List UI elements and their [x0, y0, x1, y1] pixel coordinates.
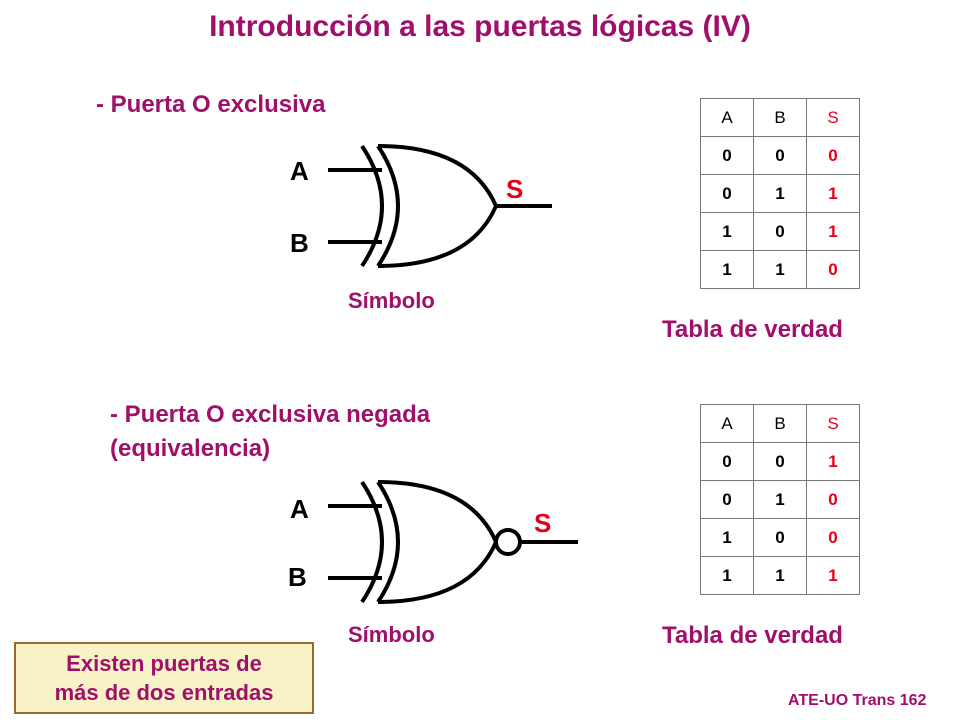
multi-input-note: Existen puertas de más de dos entradas	[14, 642, 314, 714]
column-header: B	[753, 404, 807, 443]
table-row: 1 0 0	[700, 518, 860, 557]
table-cell: 0	[700, 480, 754, 519]
column-header: S	[806, 98, 860, 137]
table-cell: 0	[753, 442, 807, 481]
table-cell: 0	[806, 250, 860, 289]
table-cell: 0	[700, 174, 754, 213]
table-row: 1 0 1	[700, 212, 860, 251]
table-cell: 1	[700, 250, 754, 289]
xor-truth-table: A B S 0 0 0 0 1 1 1 0 1 1 1 0	[700, 98, 860, 289]
table-row: 0 1 0	[700, 480, 860, 519]
table-header-row: A B S	[700, 98, 860, 137]
table-cell: 1	[753, 174, 807, 213]
table-header-row: A B S	[700, 404, 860, 443]
note-line2: más de dos entradas	[54, 680, 274, 705]
xnor-gate-symbol	[328, 480, 578, 604]
table-cell: 0	[700, 136, 754, 175]
table-cell: 0	[806, 518, 860, 557]
table-cell: 0	[753, 518, 807, 557]
xnor-heading: - Puerta O exclusiva negada (equivalenci…	[110, 398, 430, 466]
table-cell: 1	[806, 556, 860, 595]
column-header: B	[753, 98, 807, 137]
note-line1: Existen puertas de	[66, 651, 262, 676]
xnor-heading-line1: - Puerta O exclusiva negada	[110, 401, 431, 428]
xnor-heading-line2: (equivalencia)	[110, 435, 271, 462]
table-cell: 0	[806, 136, 860, 175]
slide-footer: ATE-UO Trans 162	[788, 692, 927, 709]
xor-input-a-label: A	[290, 156, 309, 186]
table-cell: 1	[753, 250, 807, 289]
table-cell: 1	[806, 442, 860, 481]
table-row: 1 1 1	[700, 556, 860, 595]
column-header: A	[700, 404, 754, 443]
xor-input-b-label: B	[290, 228, 309, 258]
table-cell: 1	[700, 518, 754, 557]
table-cell: 1	[806, 174, 860, 213]
xnor-symbol-label: Símbolo	[348, 622, 435, 647]
table-row: 0 1 1	[700, 174, 860, 213]
xor-gate-symbol	[328, 144, 552, 268]
column-header: S	[806, 404, 860, 443]
table-cell: 0	[753, 212, 807, 251]
page-title: Introducción a las puertas lógicas (IV)	[209, 10, 751, 43]
xor-output-label: S	[506, 174, 524, 204]
xor-table-caption: Tabla de verdad	[662, 316, 843, 343]
table-cell: 1	[700, 212, 754, 251]
xnor-truth-table: A B S 0 0 1 0 1 0 1 0 0 1 1 1	[700, 404, 860, 595]
xnor-input-a-label: A	[290, 494, 309, 524]
table-row: 0 0 0	[700, 136, 860, 175]
xnor-table-caption: Tabla de verdad	[662, 622, 843, 649]
table-cell: 0	[700, 442, 754, 481]
column-header: A	[700, 98, 754, 137]
table-cell: 0	[806, 480, 860, 519]
table-cell: 1	[753, 480, 807, 519]
xnor-input-b-label: B	[288, 562, 307, 592]
table-cell: 1	[806, 212, 860, 251]
table-cell: 1	[753, 556, 807, 595]
table-cell: 0	[753, 136, 807, 175]
xor-heading: - Puerta O exclusiva	[96, 91, 326, 118]
xor-symbol-label: Símbolo	[348, 288, 435, 313]
table-row: 0 0 1	[700, 442, 860, 481]
table-row: 1 1 0	[700, 250, 860, 289]
table-cell: 1	[700, 556, 754, 595]
xnor-output-label: S	[534, 508, 552, 538]
